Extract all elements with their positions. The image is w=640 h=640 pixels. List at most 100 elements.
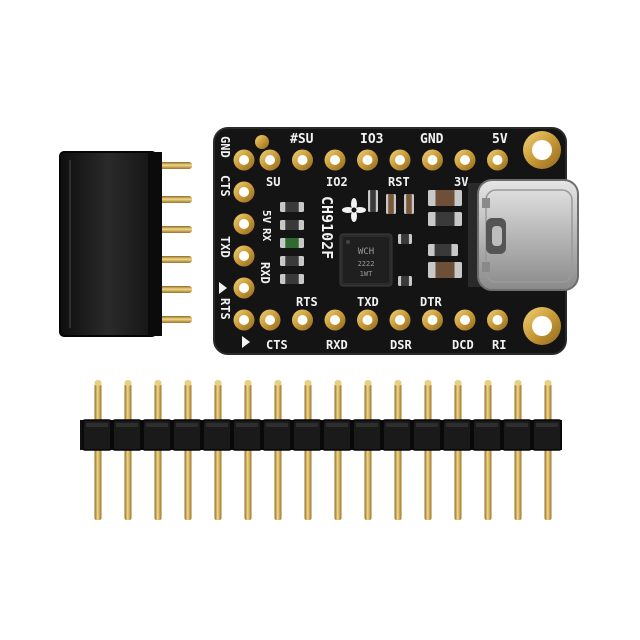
adafruit-flower-icon bbox=[342, 198, 366, 222]
label-rst: RST bbox=[388, 175, 410, 189]
label-gnd-top: GND bbox=[420, 132, 444, 147]
smd-part bbox=[280, 274, 304, 284]
label-cts-left: CTS bbox=[218, 175, 232, 197]
ic-marking-brand: WCH bbox=[358, 247, 374, 257]
pin-pad bbox=[233, 277, 255, 299]
label-rts-inner: RTS bbox=[296, 295, 318, 309]
pin-pad bbox=[487, 309, 508, 331]
top-pin-row bbox=[259, 149, 508, 171]
header-block bbox=[382, 419, 412, 451]
label-cts-bottom: CTS bbox=[266, 338, 288, 352]
female-header bbox=[59, 151, 192, 337]
smd-part bbox=[398, 234, 412, 244]
header-block bbox=[352, 419, 382, 451]
mounting-hole-bottom bbox=[523, 307, 561, 345]
smd-part bbox=[386, 194, 396, 214]
smd-part bbox=[428, 190, 462, 206]
chip-name-label: CH9102F bbox=[318, 196, 336, 259]
female-header-body bbox=[59, 151, 157, 337]
header-pin bbox=[454, 384, 462, 520]
smd-part bbox=[280, 256, 304, 266]
smd-part bbox=[404, 194, 414, 214]
pin-pad bbox=[233, 309, 255, 331]
header-pin bbox=[424, 384, 432, 520]
pcb-board: #SU IO3 GND 5V GND CTS TXD RTS SU IO2 RS… bbox=[213, 127, 579, 355]
label-5v-top: 5V bbox=[492, 132, 508, 147]
header-pin bbox=[544, 384, 552, 520]
label-rx-inner: RX bbox=[260, 228, 273, 242]
header-pin bbox=[94, 384, 102, 520]
label-dtr-inner: DTR bbox=[420, 295, 442, 309]
pin-pad bbox=[233, 245, 255, 267]
pin-pad bbox=[292, 149, 313, 171]
header-pin bbox=[364, 384, 372, 520]
header-pin bbox=[184, 384, 192, 520]
pin-pad bbox=[357, 309, 378, 331]
label-su-inner: SU bbox=[266, 175, 280, 189]
header-pin bbox=[394, 384, 402, 520]
header-block bbox=[292, 419, 322, 451]
smd-part bbox=[428, 212, 462, 226]
smd-components bbox=[280, 190, 462, 286]
pin-pad bbox=[259, 309, 281, 331]
header-block bbox=[322, 419, 352, 451]
smd-part bbox=[398, 276, 412, 286]
header-block bbox=[202, 419, 232, 451]
ic-marking-lot: 1WT bbox=[360, 270, 373, 278]
header-block bbox=[82, 419, 112, 451]
header-block bbox=[112, 419, 142, 451]
pin-pad bbox=[422, 149, 443, 171]
mounting-hole-top bbox=[523, 131, 561, 169]
smd-part bbox=[428, 262, 462, 278]
smd-part bbox=[280, 202, 304, 212]
ch9102f-chip: WCH 2222 1WT bbox=[339, 233, 393, 287]
smd-part bbox=[428, 244, 458, 256]
label-dsr-bottom: DSR bbox=[390, 338, 412, 352]
label-rxd-inner: RXD bbox=[258, 262, 272, 284]
header-pin bbox=[304, 384, 312, 520]
smd-part bbox=[280, 238, 304, 248]
header-block bbox=[472, 419, 502, 451]
label-ri-bottom: RI bbox=[492, 338, 506, 352]
pin-pad bbox=[233, 213, 255, 235]
label-5v-inner: 5V bbox=[260, 210, 273, 224]
label-io3: IO3 bbox=[360, 132, 383, 147]
pin-pad bbox=[233, 149, 255, 171]
header-pin bbox=[154, 384, 162, 520]
header-block bbox=[142, 419, 172, 451]
label-txd-inner: TXD bbox=[357, 295, 379, 309]
usb-c-connector bbox=[468, 179, 579, 291]
label-dcd-bottom: DCD bbox=[452, 338, 474, 352]
label-gnd-left: GND bbox=[218, 136, 232, 158]
header-pin bbox=[244, 384, 252, 520]
male-header-pins bbox=[94, 380, 552, 520]
header-block bbox=[442, 419, 472, 451]
header-pin bbox=[214, 384, 222, 520]
pin-pad bbox=[324, 309, 346, 331]
smd-part bbox=[280, 220, 304, 230]
header-block bbox=[172, 419, 202, 451]
pin-pad bbox=[454, 149, 476, 171]
ic-marking-code: 2222 bbox=[358, 260, 375, 268]
label-rts-left: RTS bbox=[218, 298, 232, 320]
header-block bbox=[502, 419, 532, 451]
header-pin bbox=[334, 384, 342, 520]
male-pin-header bbox=[80, 380, 562, 520]
pin-pad bbox=[357, 149, 378, 171]
header-pin bbox=[274, 384, 282, 520]
male-header-blocks bbox=[82, 419, 562, 451]
header-block bbox=[232, 419, 262, 451]
header-block bbox=[412, 419, 442, 451]
label-io2: IO2 bbox=[326, 175, 348, 189]
bottom-pin-row bbox=[259, 309, 508, 331]
pin-pad bbox=[454, 309, 476, 331]
label-su-hash: #SU bbox=[290, 132, 314, 147]
header-pin bbox=[124, 384, 132, 520]
header-pin bbox=[484, 384, 492, 520]
header-pin bbox=[514, 384, 522, 520]
left-pin-column bbox=[233, 149, 255, 331]
fiducial bbox=[255, 135, 269, 149]
label-rxd-bottom: RXD bbox=[326, 338, 348, 352]
pin-pad bbox=[389, 149, 411, 171]
